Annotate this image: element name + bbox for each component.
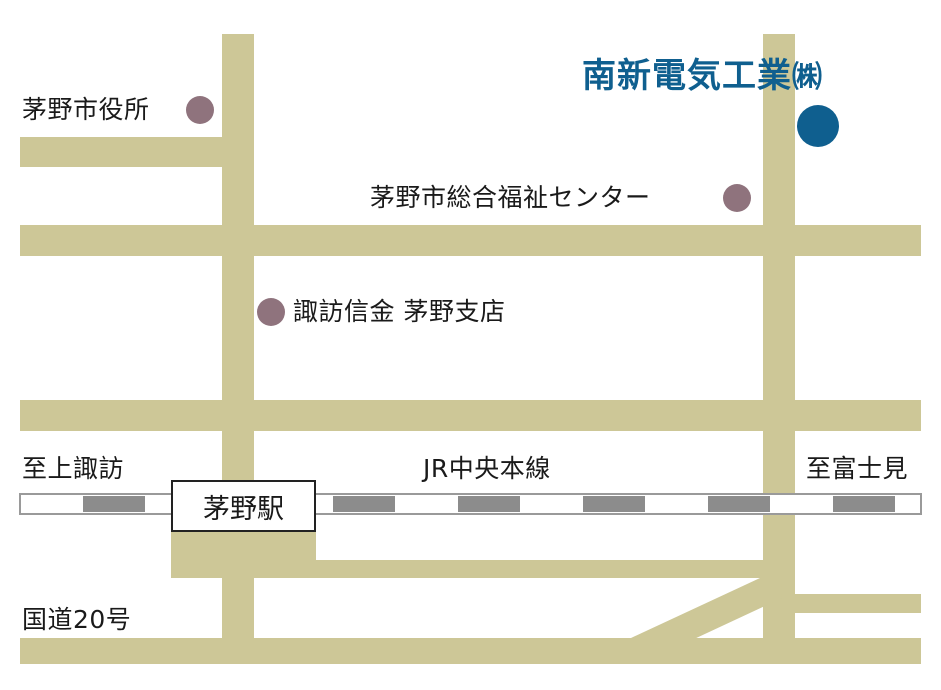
road-east-spur [763, 594, 921, 613]
rail-dash [333, 496, 395, 512]
rail-dash [833, 496, 895, 512]
road-network [20, 34, 921, 664]
city-hall-marker [186, 96, 214, 124]
rail-dash [83, 496, 145, 512]
rail-dash [458, 496, 520, 512]
bank-label: 諏訪信金 茅野支店 [293, 297, 506, 326]
road-horizontal-upper [20, 225, 921, 256]
rail-dash [583, 496, 645, 512]
company-name-label: 南新電気工業㈱ [582, 59, 823, 93]
east-direction-label: 至富士見 [806, 454, 909, 483]
company-suffix: ㈱ [792, 60, 823, 95]
national-route-20 [20, 638, 921, 664]
road-station-front [171, 560, 781, 578]
rail-dashes [83, 496, 895, 512]
road-vertical-east [763, 34, 795, 644]
company-marker [797, 105, 839, 147]
welfare-center-marker [723, 184, 751, 212]
rail-dash [708, 496, 770, 512]
road-diagonal [631, 578, 782, 640]
welfare-center-label: 茅野市総合福祉センター [370, 183, 651, 212]
road-city-hall-spur [20, 137, 225, 167]
west-direction-label: 至上諏訪 [22, 454, 125, 483]
route-20-label: 国道20号 [22, 605, 132, 634]
bank-marker [257, 298, 285, 326]
station-label: 茅野駅 [203, 493, 284, 525]
road-horizontal-middle [20, 400, 921, 431]
rail-line-label: JR中央本線 [423, 454, 551, 483]
city-hall-label: 茅野市役所 [22, 95, 150, 124]
company-name: 南新電気工業 [582, 56, 792, 96]
station-box: 茅野駅 [171, 480, 316, 532]
